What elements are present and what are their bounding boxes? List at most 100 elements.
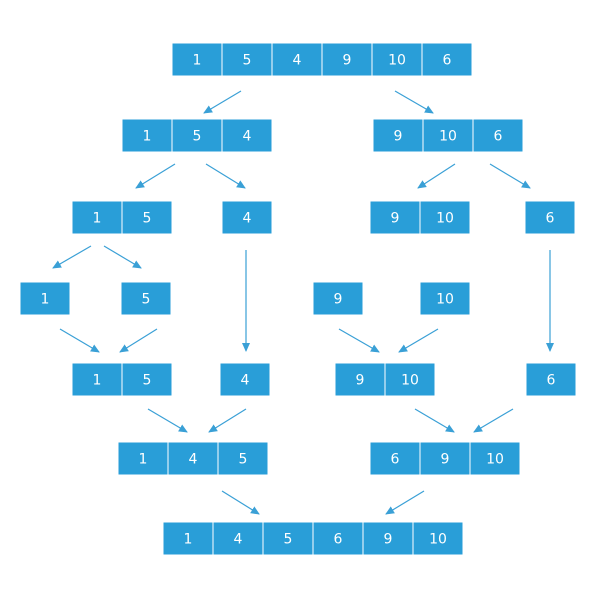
array-cell bbox=[369, 200, 421, 235]
arrow-18 bbox=[473, 408, 514, 433]
merge-1-group-3: 9 10 bbox=[334, 362, 436, 397]
merge-1-group-2: 4 bbox=[219, 362, 271, 397]
array-cell bbox=[271, 42, 323, 77]
arrows bbox=[52, 90, 554, 515]
array-cell bbox=[384, 362, 436, 397]
array-cell bbox=[469, 441, 521, 476]
array-cell bbox=[171, 42, 223, 77]
array-cell bbox=[221, 42, 273, 77]
array-cell-value: 6 bbox=[494, 129, 503, 145]
array-cell bbox=[421, 42, 473, 77]
array-cell bbox=[472, 118, 524, 153]
array-cell bbox=[419, 441, 471, 476]
split-3-group-2: 5 bbox=[120, 281, 172, 316]
array-cell-value: 1 bbox=[193, 53, 202, 69]
array-cell bbox=[362, 521, 414, 556]
split-2-group-2: 4 bbox=[221, 200, 273, 235]
array-cell-value: 10 bbox=[436, 292, 454, 308]
array-cell-value: 6 bbox=[547, 373, 556, 389]
array-cell bbox=[369, 441, 421, 476]
array-cell-value: 9 bbox=[343, 53, 352, 69]
array-cell-value: 1 bbox=[184, 532, 193, 548]
array-cell-value: 9 bbox=[391, 211, 400, 227]
arrow-8 bbox=[103, 245, 142, 269]
array-cell bbox=[117, 441, 169, 476]
array-cell bbox=[212, 521, 264, 556]
array-cell-value: 9 bbox=[334, 292, 343, 308]
split-3-group-3: 9 bbox=[312, 281, 364, 316]
array-cell-value: 1 bbox=[139, 452, 148, 468]
array-cell-value: 4 bbox=[234, 532, 243, 548]
array-cell bbox=[121, 362, 173, 397]
array-cell bbox=[525, 362, 577, 397]
array-cell bbox=[71, 362, 123, 397]
array-cell-value: 9 bbox=[384, 532, 393, 548]
array-cell bbox=[524, 200, 576, 235]
array-cell bbox=[219, 362, 271, 397]
array-cell-value: 1 bbox=[93, 211, 102, 227]
array-cell bbox=[217, 441, 269, 476]
arrow-20 bbox=[385, 490, 425, 515]
array-cell bbox=[312, 521, 364, 556]
array-cell-value: 9 bbox=[356, 373, 365, 389]
array-cell-value: 5 bbox=[243, 53, 252, 69]
arrow-1 bbox=[203, 90, 242, 114]
array-cell-value: 5 bbox=[142, 292, 151, 308]
array-cell-value: 5 bbox=[143, 373, 152, 389]
array-cell bbox=[120, 281, 172, 316]
array-cell bbox=[71, 200, 123, 235]
array-cell-value: 5 bbox=[193, 129, 202, 145]
arrow-13 bbox=[338, 328, 380, 353]
arrow-11 bbox=[59, 328, 100, 353]
arrow-14 bbox=[398, 328, 439, 353]
array-cell-value: 6 bbox=[443, 53, 452, 69]
array-cell bbox=[19, 281, 71, 316]
arrow-7 bbox=[52, 245, 92, 269]
arrow-12 bbox=[119, 328, 158, 353]
array-cell-value: 1 bbox=[143, 129, 152, 145]
arrow-15 bbox=[147, 408, 188, 433]
arrow-2 bbox=[394, 90, 434, 114]
array-cell-value: 5 bbox=[143, 211, 152, 227]
array-cell-value: 5 bbox=[239, 452, 248, 468]
array-cell bbox=[262, 521, 314, 556]
array-cell-value: 4 bbox=[243, 211, 252, 227]
array-cell bbox=[121, 200, 173, 235]
array-cell-value: 4 bbox=[243, 129, 252, 145]
array-cell-value: 4 bbox=[241, 373, 250, 389]
arrow-19 bbox=[221, 490, 260, 515]
array-cell bbox=[221, 118, 273, 153]
array-cell-value: 9 bbox=[441, 452, 450, 468]
array-cell-value: 10 bbox=[388, 53, 406, 69]
array-cell-value: 1 bbox=[41, 292, 50, 308]
split-2-group-4: 6 bbox=[524, 200, 576, 235]
array-cell bbox=[419, 281, 471, 316]
array-cell bbox=[167, 441, 219, 476]
array-cell-value: 9 bbox=[394, 129, 403, 145]
array-cell bbox=[412, 521, 464, 556]
array-cell-value: 10 bbox=[429, 532, 447, 548]
array-cell-value: 5 bbox=[284, 532, 293, 548]
array-cell bbox=[372, 118, 424, 153]
array-cell-value: 6 bbox=[546, 211, 555, 227]
split-3-group-1: 1 bbox=[19, 281, 71, 316]
array-cell-value: 10 bbox=[486, 452, 504, 468]
array-cell bbox=[422, 118, 474, 153]
arrow-17 bbox=[414, 408, 455, 433]
array-cell bbox=[312, 281, 364, 316]
array-cell-value: 4 bbox=[189, 452, 198, 468]
array-cell bbox=[171, 118, 223, 153]
array-cell-value: 1 bbox=[93, 373, 102, 389]
arrow-16 bbox=[208, 408, 247, 433]
split-2-group-3: 9 10 bbox=[369, 200, 471, 235]
array-cell-value: 10 bbox=[401, 373, 419, 389]
arrow-6 bbox=[489, 163, 531, 189]
array-cell-value: 10 bbox=[436, 211, 454, 227]
merge-2-group-1: 1 4 5 bbox=[117, 441, 269, 476]
